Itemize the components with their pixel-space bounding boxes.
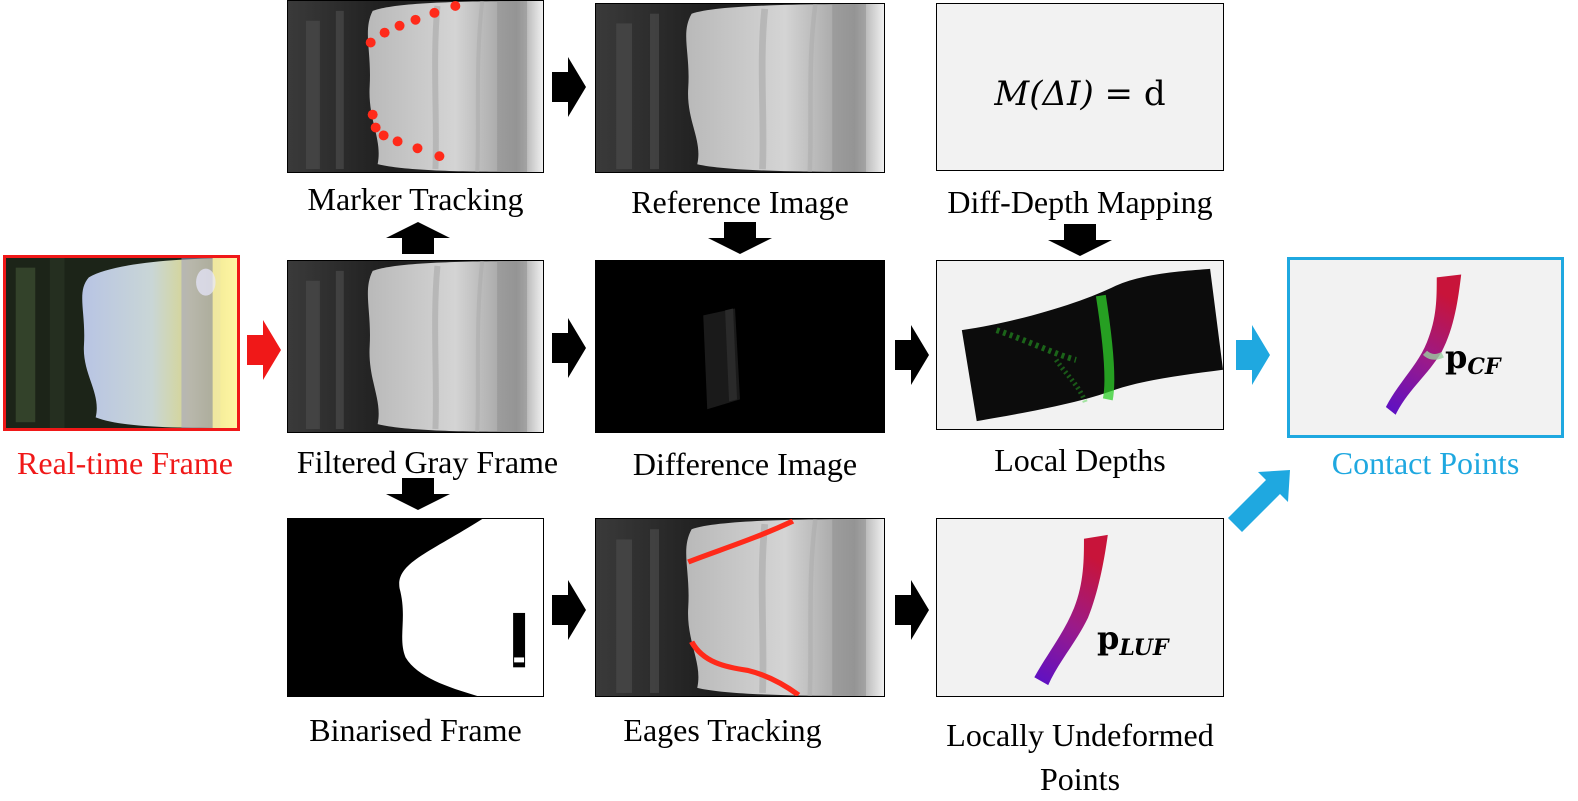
arrow-mapping-to-depths [1048, 224, 1112, 256]
marker-tracking-frame [287, 0, 544, 173]
mapping-formula: M(ΔI) = d [994, 74, 1166, 114]
marker-dots [365, 1, 461, 162]
reference-image-label: Reference Image [631, 184, 849, 220]
arrow-realtime-to-filtered [247, 320, 281, 380]
arrow-marker-to-reference [552, 57, 586, 117]
realtime-frame-label: Real-time Frame [17, 445, 233, 481]
diff-depth-mapping-box: M(ΔI) = d [936, 3, 1224, 171]
local-depths-label: Local Depths [994, 442, 1166, 478]
filtered-gray-frame [287, 260, 544, 433]
arrow-reference-to-difference [708, 222, 772, 254]
arrow-edges-to-undeformed [895, 580, 929, 640]
arrow-filtered-to-marker [386, 222, 450, 254]
arrow-undeformed-to-contact [1228, 468, 1293, 533]
local-depths-frame [936, 260, 1224, 430]
p-luf-label: pLUF [1097, 619, 1169, 661]
thick-arrow-icon [552, 57, 586, 117]
arrow-depths-to-contact [1236, 325, 1270, 385]
locally-undeformed-frame: pLUF [936, 518, 1224, 697]
reference-image-frame [595, 3, 885, 173]
realtime-frame [3, 255, 240, 431]
contact-points-label: Contact Points [1331, 445, 1520, 481]
edges-tracking-label: Eages Tracking [623, 712, 822, 748]
binarised-frame [287, 518, 544, 697]
diff-depth-mapping-label: Diff-Depth Mapping [947, 184, 1213, 220]
p-cf-label: pCF [1445, 338, 1501, 380]
arrow-filtered-to-binarised [386, 478, 450, 510]
filtered-gray-frame-label: Filtered Gray Frame [296, 444, 559, 480]
difference-image-frame [595, 260, 885, 433]
marker-tracking-label: Marker Tracking [307, 181, 524, 217]
difference-image-label: Difference Image [632, 446, 858, 482]
binarised-frame-label: Binarised Frame [309, 712, 522, 748]
arrow-filtered-to-difference [552, 318, 586, 378]
arrow-binarised-to-edges [552, 580, 586, 640]
contact-points-frame: pCF [1287, 257, 1564, 438]
edges-tracking-frame [595, 518, 885, 697]
arrow-difference-to-depths [895, 325, 929, 385]
